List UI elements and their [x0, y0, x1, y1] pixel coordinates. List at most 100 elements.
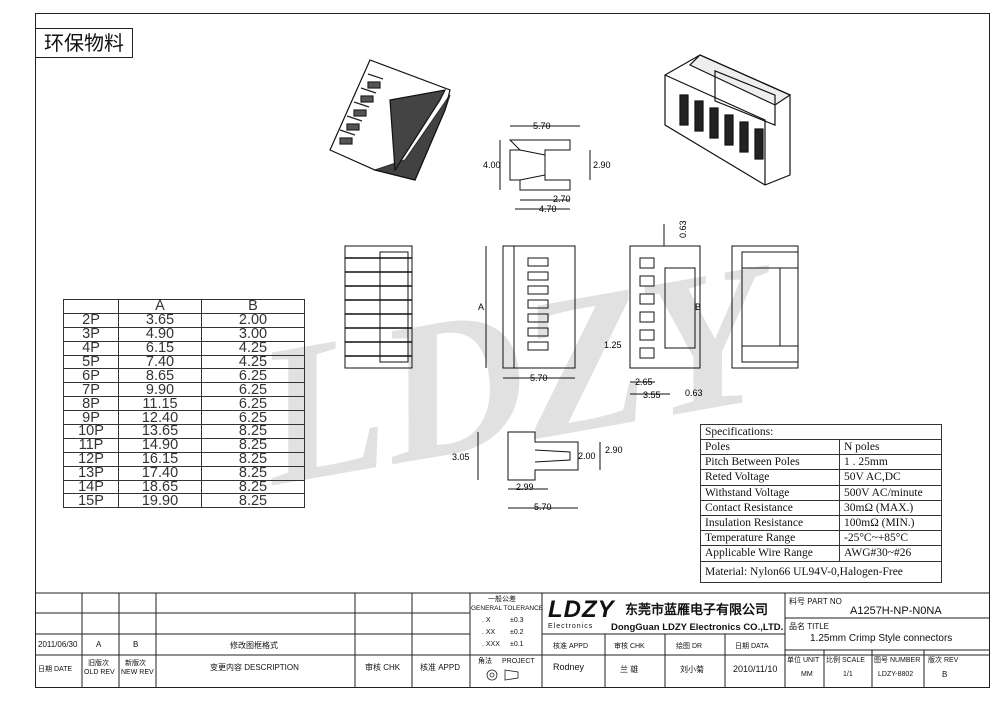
table-cell: 4.90 — [118, 326, 202, 342]
table-cell: 11.15 — [118, 396, 202, 412]
spec-key: Applicable Wire Range — [701, 546, 840, 561]
table-cell: 14P — [63, 479, 119, 495]
spec-material: Material: Nylon66 UL94V-0,Halogen-Free — [701, 560, 941, 582]
table-cell: 3.65 — [118, 312, 202, 328]
table-cell: 6P — [63, 368, 119, 384]
eco-stamp: 环保物料 — [35, 28, 133, 58]
table-cell: A — [118, 299, 202, 314]
iso-view-right — [664, 54, 792, 186]
projection-symbol-icon — [486, 669, 519, 681]
drawing-date: 2010/11/10 — [733, 664, 778, 674]
spec-row: Applicable Wire Range AWG#30~#26 — [701, 545, 941, 561]
hdr-scale: 比例 SCALE — [826, 657, 865, 664]
rev-description: 修改图框格式 — [230, 641, 278, 650]
company-logo: LDZY — [548, 596, 615, 623]
spec-key: Withstand Voltage — [701, 485, 840, 500]
hdr-part-no: 料号 PART NO — [789, 597, 842, 606]
logo-subtitle: Electronics — [548, 623, 594, 630]
spec-value: -25°C~+85°C — [844, 532, 909, 545]
hdr-chk-2: 审核 CHK — [614, 643, 645, 650]
dim-top-right: 2.90 — [593, 160, 611, 170]
table-cell: 7P — [63, 382, 119, 398]
spec-key: Contact Resistance — [701, 500, 840, 515]
hdr-chk: 审核 CHK — [365, 663, 401, 672]
table-cell: 8.25 — [201, 465, 305, 481]
dim-bot-299: 2.99 — [516, 482, 534, 492]
drawing-frame — [35, 13, 990, 688]
side-view — [629, 224, 701, 395]
iso-view-left — [329, 59, 451, 181]
table-cell: 12.40 — [118, 410, 202, 426]
dim-bot-290: 2.90 — [605, 445, 623, 455]
tolerance-sub: GENERAL TOLERANCE — [471, 605, 544, 612]
dim-side-063: 0.63 — [685, 388, 703, 398]
checker-name: 兰 雄 — [620, 665, 639, 674]
hdr-old: 旧版次 — [88, 660, 109, 667]
table-cell: 3P — [63, 326, 119, 342]
hdr-number: 图号 NUMBER — [874, 657, 921, 664]
table-cell: 8P — [63, 396, 119, 412]
hdr-date-2: 日期 DATA — [735, 643, 769, 650]
dim-bot-200: 2.00 — [578, 451, 596, 461]
table-cell: 5P — [63, 354, 119, 370]
tolerance-value: ±0.2 — [510, 629, 524, 636]
hdr-title: 品名 TITLE — [789, 622, 830, 631]
spec-value: 50V AC,DC — [844, 471, 901, 484]
spec-value: 500V AC/minute — [844, 486, 923, 499]
dim-side-top: 0.63 — [678, 220, 688, 238]
table-cell: 16.15 — [118, 451, 202, 467]
table-cell: 8.25 — [201, 479, 305, 495]
table-cell: 6.25 — [201, 382, 305, 398]
unit-value: MM — [801, 671, 813, 678]
table-cell — [63, 299, 119, 314]
table-cell: 6.25 — [201, 368, 305, 384]
table-cell: 6.25 — [201, 410, 305, 426]
dim-top-width: 5.70 — [533, 121, 551, 131]
spec-key: Insulation Resistance — [701, 515, 840, 531]
dim-side-b: B — [695, 302, 701, 312]
table-cell: 18.65 — [118, 479, 202, 495]
table-cell: 13.65 — [118, 424, 202, 439]
table-cell: 13P — [63, 465, 119, 481]
dim-front-a: A — [478, 302, 484, 312]
rev-date: 2011/06/30 — [38, 640, 78, 649]
drawing-number: LDZY-8802 — [878, 671, 914, 678]
spec-row: Withstand Voltage 500V AC/minute — [701, 484, 941, 500]
projection-label-en: PROJECT — [502, 658, 535, 665]
table-cell: 10P — [63, 424, 119, 439]
section-view-top — [499, 125, 591, 210]
table-cell: 7.40 — [118, 354, 202, 370]
table-cell: 14.90 — [118, 437, 202, 453]
dim-side-355: 3.55 — [643, 390, 661, 400]
tolerance-title: 一般公差 — [488, 596, 516, 603]
dim-top-left: 4.00 — [483, 160, 501, 170]
rev-value: B — [942, 670, 948, 679]
dim-side-125: 1.25 — [604, 340, 622, 350]
part-number: A1257H-NP-N0NA — [850, 605, 942, 617]
table-cell: 15P — [63, 493, 119, 509]
tolerance-value: ±0.1 — [510, 641, 524, 648]
spec-value: 1 . 25mm — [844, 456, 888, 469]
dim-top-bottom1: 2.70 — [553, 194, 571, 204]
spec-value: AWG#30~#26 — [844, 547, 912, 560]
spec-key: Poles — [701, 440, 840, 455]
